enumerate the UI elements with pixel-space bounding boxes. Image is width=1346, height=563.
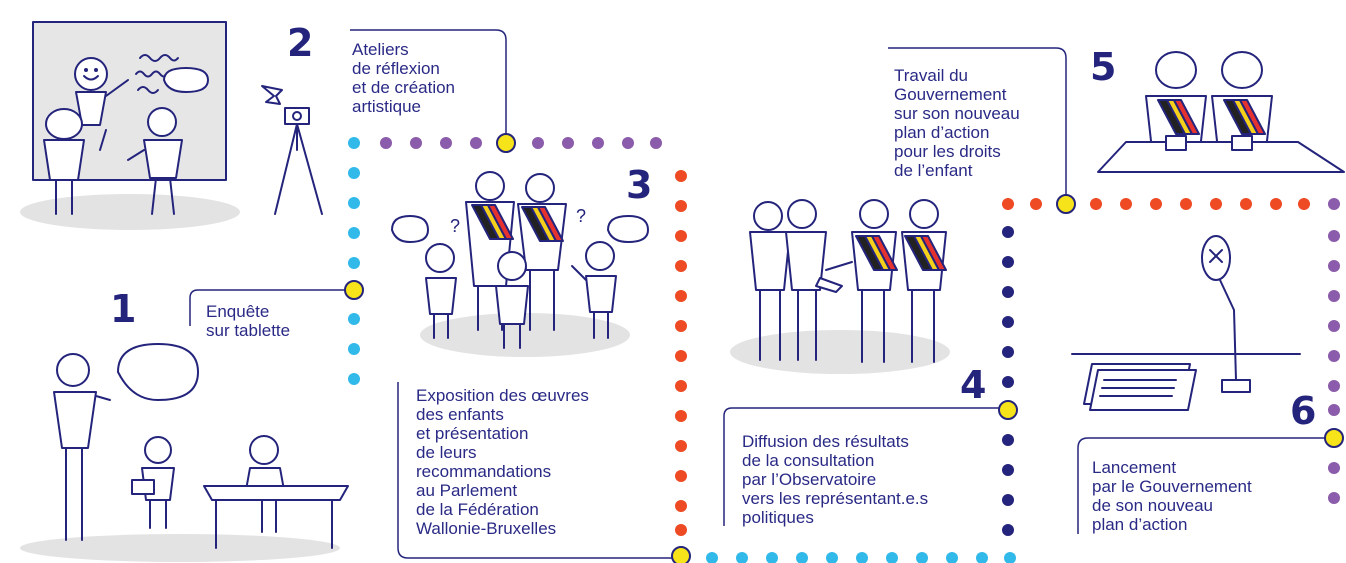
milestone-markers	[344, 133, 1344, 563]
step-4-line: par l’Observatoire	[742, 470, 877, 489]
dots-red-mid	[675, 170, 687, 536]
step-number-2: 2	[287, 21, 314, 65]
step-number-5: 5	[1090, 45, 1117, 89]
step-label-3: Exposition des œuvres des enfants et pré…	[416, 386, 589, 538]
step-label-6: Lancement par le Gouvernement de son nou…	[1092, 458, 1252, 534]
government-desk-scene	[1097, 51, 1345, 173]
step-3-line: et présentation	[416, 424, 529, 443]
milestone-6	[1324, 428, 1344, 448]
step-number-4: 4	[960, 363, 987, 407]
dots-purple-top	[380, 137, 662, 149]
step-label-5: Travail du Gouvernement sur son nouveau …	[894, 66, 1020, 180]
step-2-line: et de création	[352, 78, 456, 97]
step-6-line: Lancement	[1092, 458, 1177, 477]
dots-navy-right	[1002, 226, 1014, 536]
step-5-line: Travail du	[894, 66, 969, 85]
step-6-line: par le Gouvernement	[1092, 477, 1252, 496]
step-3-line: Exposition des œuvres	[416, 386, 589, 405]
step-3-line: Wallonie-Bruxelles	[416, 519, 557, 538]
step-3-line: de leurs	[416, 443, 477, 462]
press-launch-scene	[1071, 235, 1301, 411]
step-3-line: au Parlement	[416, 481, 518, 500]
milestone-4	[998, 400, 1018, 420]
step-number-3: 3	[626, 163, 653, 207]
step-label-4: Diffusion des résultats de la consultati…	[742, 432, 928, 527]
step-2-line: artistique	[352, 97, 421, 116]
milestone-1	[344, 280, 364, 300]
step-2-line: de réflexion	[352, 59, 440, 78]
dots-purple-right	[1328, 198, 1340, 504]
connector-lines	[189, 29, 1334, 559]
survey-tablet-scene	[53, 343, 349, 549]
milestone-3	[671, 546, 691, 563]
step-label-1: Enquête sur tablette	[206, 302, 290, 340]
milestone-5	[1056, 194, 1076, 214]
step-6-line: plan d’action	[1092, 515, 1188, 534]
step-3-line: de la Fédération	[416, 500, 539, 519]
step-5-line: plan d’action	[894, 123, 990, 142]
step-5-line: Gouvernement	[894, 85, 1007, 104]
dots-cyan-bottom	[706, 552, 1016, 563]
step-3-line: recommandations	[416, 462, 552, 481]
dots-red-top-right	[1002, 198, 1310, 210]
svg-text:?: ?	[450, 216, 460, 236]
dotted-path	[344, 133, 1344, 563]
handshake-scene	[749, 199, 947, 363]
milestone-2	[496, 133, 516, 153]
step-5-line: de l’enfant	[894, 161, 973, 180]
step-1-line: Enquête	[206, 302, 270, 321]
step-1-line: sur tablette	[206, 321, 291, 340]
camera-tripod-icon	[261, 85, 323, 215]
step-4-line: vers les représentant.e.s	[742, 489, 929, 508]
step-2-line: Ateliers	[352, 40, 409, 59]
step-4-line: Diffusion des résultats	[742, 432, 909, 451]
step-label-2: Ateliers de réflexion et de création art…	[352, 40, 455, 116]
dots-cyan-left	[348, 137, 360, 385]
svg-text:?: ?	[576, 206, 586, 226]
step-3-line: des enfants	[416, 405, 504, 424]
exhibition-scene: ? ?	[391, 171, 649, 349]
workshop-board-scene	[32, 21, 227, 215]
step-4-line: politiques	[742, 508, 814, 527]
step-4-line: de la consultation	[742, 451, 875, 470]
step-6-line: de son nouveau	[1092, 496, 1213, 515]
step-number-1: 1	[110, 287, 137, 331]
ground-shadows	[20, 194, 950, 562]
step-5-line: sur son nouveau	[894, 104, 1020, 123]
step-5-line: pour les droits	[894, 142, 1001, 161]
step-number-6: 6	[1290, 389, 1317, 433]
